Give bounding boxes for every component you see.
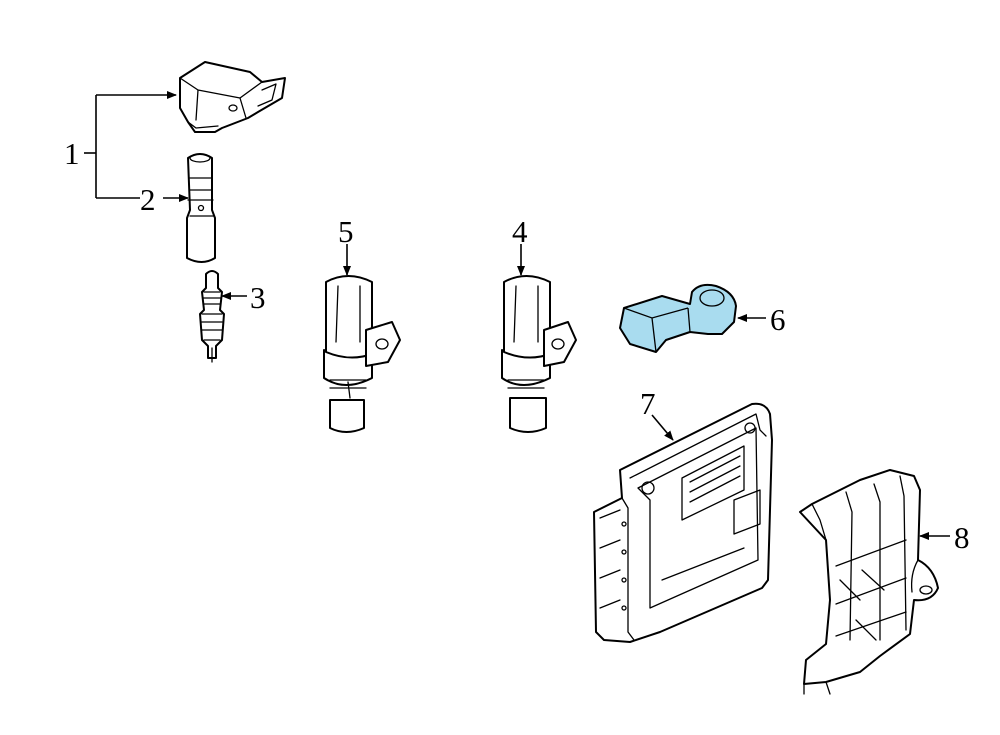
callout-7-arrow bbox=[651, 414, 674, 441]
callout-number-4: 4 bbox=[512, 214, 528, 249]
coil-boot[interactable] bbox=[186, 153, 216, 263]
callout-number-7: 7 bbox=[640, 386, 656, 421]
control-module[interactable] bbox=[593, 402, 773, 643]
callout-number-6: 6 bbox=[770, 302, 786, 337]
spark-plug[interactable] bbox=[199, 270, 225, 363]
callout-number-5: 5 bbox=[338, 214, 354, 249]
callout-number-1: 1 bbox=[64, 136, 80, 171]
ignition-coil[interactable] bbox=[179, 61, 286, 133]
callout-number-2: 2 bbox=[140, 182, 156, 217]
callout-number-8: 8 bbox=[954, 520, 970, 555]
module-bracket[interactable] bbox=[799, 469, 939, 695]
highlighted-sensor[interactable] bbox=[619, 283, 737, 353]
callout-number-3: 3 bbox=[250, 280, 266, 315]
sensor-center[interactable] bbox=[501, 275, 577, 433]
sensor-left[interactable] bbox=[323, 275, 401, 433]
